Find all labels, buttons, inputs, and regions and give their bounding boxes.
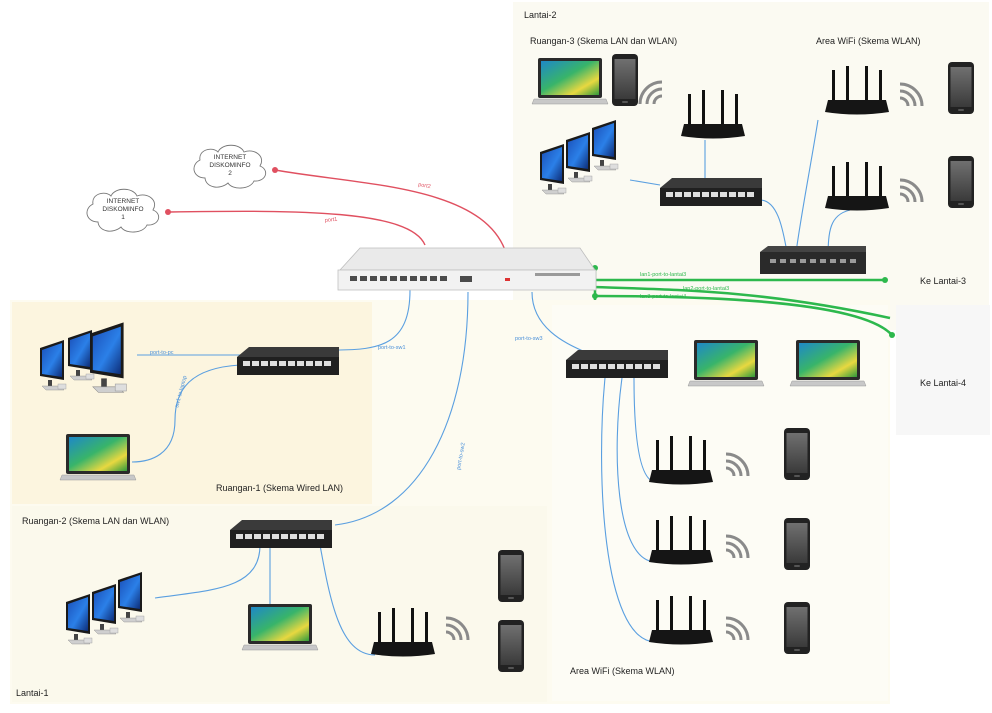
cloud-label-line: DISKOMINFO (209, 162, 251, 169)
cloud-label-line: DISKOMINFO (102, 206, 144, 213)
core-router[interactable] (337, 247, 597, 291)
svg-text:port-to-sw1: port-to-sw1 (378, 345, 406, 351)
smartphone-icon (784, 518, 810, 570)
wan-port-isp1 (165, 209, 171, 215)
cloud-label-line: 2 (228, 170, 232, 177)
cloud-label-isp-1: INTERNET DISKOMINFO 1 (93, 198, 153, 222)
switch-icon[interactable] (237, 347, 339, 375)
cloud-label-line: INTERNET (106, 198, 140, 205)
svg-text:port1: port1 (325, 217, 338, 224)
cloud-icon (193, 144, 267, 189)
smartphone-icon (498, 550, 524, 602)
laptop-icon (241, 603, 319, 651)
switch-icon[interactable] (230, 520, 332, 548)
uplink-port (889, 332, 895, 338)
uplink-port (882, 277, 888, 283)
room-label-wifi-lantai-2: Area WiFi (Skema WLAN) (816, 36, 921, 46)
zone-lantai-4-placeholder (896, 305, 990, 435)
uplink-port (592, 293, 598, 299)
cloud-label-line: 1 (121, 214, 125, 221)
smartphone-icon (612, 54, 638, 106)
laptop-icon (531, 57, 609, 105)
svg-text:port-to-pc: port-to-pc (150, 350, 174, 356)
room-label-ruangan-3: Ruangan-3 (Skema LAN dan WLAN) (530, 36, 678, 46)
zone-ruangan-1 (12, 302, 372, 504)
svg-text:lan1-port-to-lantai3: lan1-port-to-lantai3 (640, 272, 686, 278)
svg-text:port2: port2 (418, 182, 431, 190)
smartphone-icon (948, 62, 974, 114)
smartphone-icon (784, 428, 810, 480)
svg-text:port-to-sw3: port-to-sw3 (515, 336, 543, 342)
laptop-icon (59, 433, 137, 481)
floor-label-lantai-2: Lantai-2 (524, 10, 557, 20)
link-label-lantai-4: Ke Lantai-4 (920, 378, 967, 388)
switch-icon[interactable] (660, 178, 762, 206)
room-label-ruangan-1: Ruangan-1 (Skema Wired LAN) (216, 483, 344, 493)
laptop-icon (789, 339, 867, 387)
room-label-wifi-lantai-1: Area WiFi (Skema WLAN) (570, 666, 675, 676)
cloud-label-isp-2: INTERNET DISKOMINFO 2 (200, 154, 260, 178)
switch-icon[interactable] (566, 350, 668, 378)
wan-port-isp2 (272, 167, 278, 173)
svg-text:port-to-sw2: port-to-sw2 (456, 442, 467, 470)
cloud-label-line: INTERNET (213, 154, 247, 161)
wan-links (169, 169, 506, 251)
floor-label-lantai-1: Lantai-1 (16, 688, 49, 698)
switch-icon[interactable] (760, 246, 866, 274)
laptop-icon (687, 339, 765, 387)
svg-text:lan3-port-to-lantai4: lan3-port-to-lantai4 (640, 294, 686, 300)
smartphone-icon (784, 602, 810, 654)
link-label-lantai-3: Ke Lantai-3 (920, 276, 967, 286)
smartphone-icon (498, 620, 524, 672)
cloud-icon (86, 188, 160, 233)
room-label-ruangan-2: Ruangan-2 (Skema LAN dan WLAN) (22, 516, 170, 526)
smartphone-icon (948, 156, 974, 208)
svg-text:lan2-port-to-lantai3: lan2-port-to-lantai3 (683, 286, 729, 292)
